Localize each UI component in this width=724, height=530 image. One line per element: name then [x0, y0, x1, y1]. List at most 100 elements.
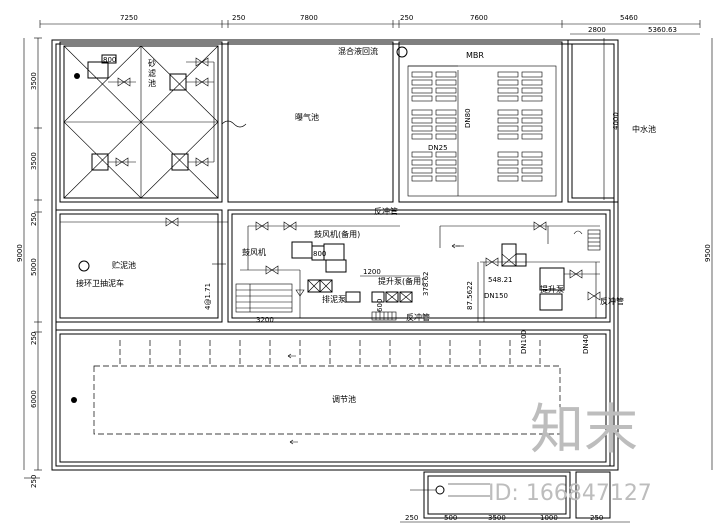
dim-top-2: 250: [232, 14, 245, 22]
dim-right-1: 4000: [612, 112, 620, 130]
membrane-cassette: [411, 133, 433, 140]
membrane-cassette: [435, 159, 457, 166]
reuse-tank-label: 中水池: [632, 124, 656, 134]
membrane-cassette: [411, 87, 433, 94]
membrane-cassette: [435, 117, 457, 124]
membrane-cassette: [435, 109, 457, 116]
wash-pipe-1-label: 反冲管: [374, 206, 398, 216]
watermark-logo: 知末: [530, 398, 638, 461]
bottom-structures: [410, 471, 611, 519]
aerator-ticks: [119, 340, 541, 366]
filter-tank: 800 砂滤池: [59, 41, 223, 203]
equalization-tank-label: 调节池: [332, 394, 356, 404]
pipe-dn25-label: DN25: [428, 144, 448, 152]
dim-top-7: 2800: [588, 26, 606, 34]
membrane-cassette: [497, 87, 519, 94]
membrane-cassette: [497, 125, 519, 132]
membrane-cassette: [411, 117, 433, 124]
membrane-cassette: [411, 159, 433, 166]
aeration-tank-label: 曝气池: [295, 112, 319, 122]
membrane-cassette: [497, 117, 519, 124]
membrane-cassette: [521, 133, 543, 140]
membrane-cassette: [521, 109, 543, 116]
dim-left-7: 250: [30, 475, 38, 488]
dim-stairs: 3200: [256, 316, 274, 324]
membrane-cassette: [497, 175, 519, 182]
membrane-cassette: [435, 133, 457, 140]
membrane-cassette: [521, 79, 543, 86]
membrane-cassette: [521, 167, 543, 174]
sludge-tank-label: 贮泥池: [112, 260, 136, 270]
blower1-label: 鼓风机: [242, 247, 266, 257]
membrane-cassette: [521, 159, 543, 166]
membrane-cassette: [497, 159, 519, 166]
dim-top-1: 7250: [120, 14, 138, 22]
dim-top-8: 5360.63: [648, 26, 677, 34]
membrane-cassette: [497, 71, 519, 78]
sludge-tank: 贮泥池 接环卫抽泥车 4@1.71: [55, 209, 223, 323]
membrane-cassette: [435, 87, 457, 94]
equalization-tank: 调节池 DN100 DN40: [55, 329, 611, 467]
membrane-cassette: [497, 167, 519, 174]
dim-top-5: 7600: [470, 14, 488, 22]
membrane-cassette: [521, 117, 543, 124]
membrane-cassette: [411, 95, 433, 102]
dim-right-2: 9500: [704, 244, 712, 262]
dim-left-2: 3500: [30, 152, 38, 170]
membrane-cassette: [497, 151, 519, 158]
membrane-cassette: [411, 175, 433, 182]
dim-top-4: 250: [400, 14, 413, 22]
membrane-cassette: [411, 71, 433, 78]
dim-bottom-1: 250: [405, 514, 418, 522]
equipment-room: 鼓风机 鼓风机(备用) 800 3200 排泥泵: [60, 206, 624, 324]
dim-top-6: 5460: [620, 14, 638, 22]
aeration-tank: 曝气池: [221, 41, 394, 203]
membrane-cassette: [521, 71, 543, 78]
dim-left-5: 250: [30, 332, 38, 345]
sludge-truck-label: 接环卫抽泥车: [76, 278, 124, 288]
membrane-cassette: [411, 125, 433, 132]
membrane-cassette: [497, 109, 519, 116]
dim-pump-d: 378.62: [422, 272, 430, 297]
dim-filter-box: 800: [103, 56, 116, 64]
mixed-inlet-label: 混合液回流: [338, 46, 378, 56]
dim-top-3: 7800: [300, 14, 318, 22]
blower2-label: 鼓风机(备用): [314, 229, 360, 239]
dim-blower: 800: [313, 250, 326, 258]
sludge-pump-label: 排泥泵: [322, 294, 346, 304]
membrane-cassette: [411, 79, 433, 86]
membrane-cassette: [435, 79, 457, 86]
membrane-cassette: [411, 151, 433, 158]
dim-equip-2: 548.21: [488, 276, 513, 284]
dimension-lines: [23, 20, 713, 523]
membrane-cassette: [435, 151, 457, 158]
dim-left-4: 5000: [30, 258, 38, 276]
membrane-cassette: [521, 95, 543, 102]
membrane-cassette: [435, 125, 457, 132]
lift-pump-spare-label: 提升泵(备用): [378, 276, 424, 286]
membrane-cassette: [521, 125, 543, 132]
membrane-cassette: [521, 87, 543, 94]
watermark-id: ID: 166847127: [488, 481, 652, 506]
membrane-cassette: [435, 175, 457, 182]
filter-tank-label: 砂滤池: [148, 58, 156, 88]
membrane-cassette: [497, 79, 519, 86]
watermark: 知末 ID: 166847127: [488, 398, 652, 506]
mbr-label: MBR: [466, 51, 484, 60]
lift-pump-label: 提升泵: [540, 284, 564, 294]
membrane-cassette: [435, 167, 457, 174]
wash-pipe-2-label: 反冲管: [406, 312, 430, 322]
dim-pump: 1200: [363, 268, 381, 276]
reuse-tank: 中水池: [567, 39, 656, 203]
dim-equip-1: 87.5622: [466, 281, 474, 310]
pipe-dn80-label: DN80: [464, 108, 472, 128]
dim-left-total: 9000: [16, 244, 24, 262]
membrane-cassette: [521, 151, 543, 158]
membrane-cassette: [435, 71, 457, 78]
dim-sludge-inner: 4@1.71: [204, 283, 212, 310]
wash-pipe-3-label: 反冲管: [600, 296, 624, 306]
membrane-cassette: [411, 109, 433, 116]
pipe-dn100-label: DN100: [520, 330, 528, 354]
dim-left-6: 6000: [30, 390, 38, 408]
